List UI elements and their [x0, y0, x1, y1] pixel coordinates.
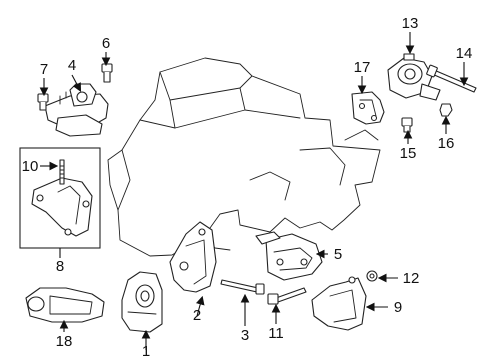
part-1-mount: [121, 271, 163, 333]
callout-1: 1: [142, 343, 150, 360]
callout-10: 10: [22, 158, 39, 175]
part-13-mount: [387, 53, 441, 101]
callout-15: 15: [400, 145, 417, 162]
engine-block-outline: [107, 57, 381, 257]
part-3-bolt: [220, 279, 265, 295]
callout-9: 9: [394, 299, 402, 316]
part-4-mount: [44, 83, 109, 137]
part-10-stud: [59, 159, 65, 185]
part-17-bracket: [351, 91, 385, 125]
callout-14: 14: [456, 45, 473, 62]
callout-11: 11: [268, 325, 284, 342]
callout-16: 16: [438, 135, 455, 152]
leader-lines: [39, 32, 469, 350]
callout-17: 17: [354, 59, 371, 76]
part-5-bracket: [255, 231, 323, 281]
callout-8: 8: [56, 258, 64, 275]
part-6-bolt: [101, 63, 113, 83]
arrow-icon: [195, 295, 205, 317]
part-7-bolt: [37, 93, 49, 111]
part-11-bolt: [267, 287, 307, 305]
part-16-nut: [439, 103, 453, 117]
callout-2: 2: [193, 307, 201, 324]
arrow-icon: [71, 74, 82, 92]
callout-labels: 1 2 3 4 5 6 7 8 9 10 11 12 13 14 15 16 1…: [22, 15, 473, 360]
callout-5: 5: [334, 246, 342, 263]
part-18-mount: [25, 287, 105, 323]
part-9-bracket: [311, 276, 367, 331]
part-2-bracket: [169, 221, 217, 293]
part-15-bolt: [401, 117, 413, 133]
callout-4: 4: [68, 57, 76, 74]
callout-13: 13: [402, 15, 419, 32]
callout-12: 12: [403, 270, 420, 287]
callout-6: 6: [102, 35, 110, 52]
callout-7: 7: [40, 61, 48, 78]
part-12-nut: [366, 270, 378, 282]
callout-18: 18: [56, 333, 73, 350]
callout-3: 3: [241, 327, 249, 344]
